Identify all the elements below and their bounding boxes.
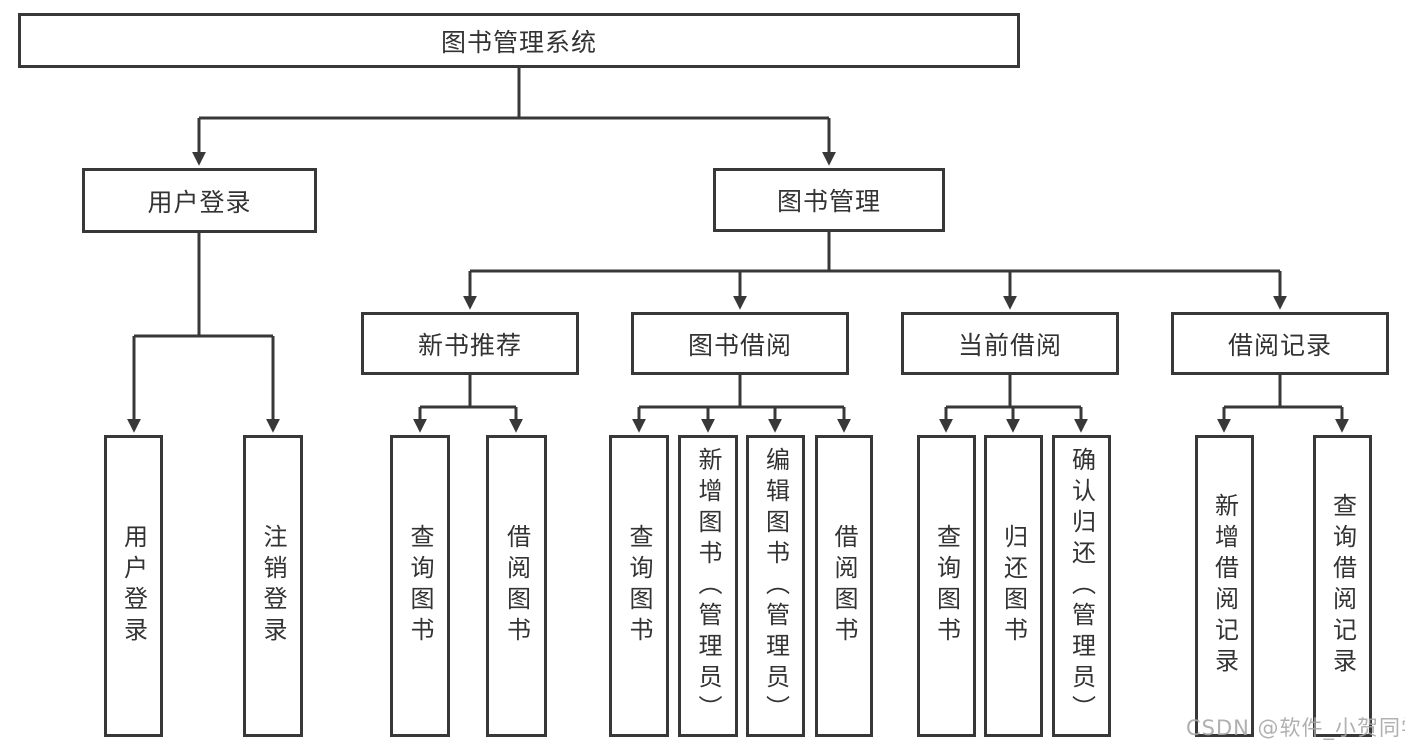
- leaf-return-book-label: 归还图书: [999, 524, 1028, 648]
- leaf-borrow-books-1: 借阅图书: [486, 435, 547, 737]
- leaf-edit-book-admin-label: 编辑图书（管理员）: [761, 446, 790, 726]
- node-new-book-recommend-label: 新书推荐: [417, 330, 522, 360]
- node-user-login-label: 用户登录: [147, 187, 252, 217]
- leaf-return-book: 归还图书: [984, 435, 1043, 737]
- leaf-query-books-1: 查询图书: [390, 435, 450, 737]
- leaf-logout: 注销登录: [243, 435, 303, 737]
- node-root-label: 图书管理系统: [440, 27, 597, 57]
- leaf-confirm-return-admin: 确认归还（管理员）: [1052, 435, 1111, 737]
- node-book-management-label: 图书管理: [776, 187, 881, 216]
- leaf-query-borrow-record-label: 查询借阅记录: [1328, 493, 1357, 679]
- node-user-login: 用户登录: [82, 168, 317, 233]
- leaf-query-books-1-label: 查询图书: [406, 524, 434, 648]
- leaf-confirm-return-admin-label: 确认归还（管理员）: [1067, 446, 1096, 726]
- leaf-query-borrow-record: 查询借阅记录: [1313, 435, 1372, 737]
- node-current-borrow-label: 当前借阅: [957, 330, 1062, 360]
- leaf-logout-label: 注销登录: [259, 524, 287, 648]
- leaf-borrow-books-2-label: 借阅图书: [830, 524, 858, 648]
- node-borrow-records-label: 借阅记录: [1227, 330, 1332, 360]
- node-book-borrow-label: 图书借阅: [687, 330, 792, 360]
- node-borrow-records: 借阅记录: [1171, 312, 1389, 375]
- leaf-borrow-books-2: 借阅图书: [815, 435, 873, 737]
- leaf-add-borrow-record-label: 新增借阅记录: [1210, 493, 1239, 679]
- leaf-edit-book-admin: 编辑图书（管理员）: [746, 435, 805, 737]
- leaf-add-book-admin: 新增图书（管理员）: [678, 435, 738, 737]
- watermark: CSDN @软件_小贺同学: [1186, 716, 1405, 740]
- leaf-borrow-books-1-label: 借阅图书: [502, 524, 531, 648]
- leaf-query-books-2: 查询图书: [609, 435, 669, 737]
- node-current-borrow: 当前借阅: [901, 312, 1119, 375]
- leaf-query-books-3-label: 查询图书: [932, 524, 961, 648]
- leaf-user-login-label: 用户登录: [119, 524, 148, 648]
- leaf-query-books-2-label: 查询图书: [625, 524, 653, 648]
- leaf-user-login: 用户登录: [104, 435, 163, 737]
- node-root: 图书管理系统: [18, 13, 1020, 68]
- leaf-query-books-3: 查询图书: [917, 435, 976, 737]
- node-book-borrow: 图书借阅: [631, 312, 849, 375]
- node-book-management: 图书管理: [713, 168, 945, 232]
- node-new-book-recommend: 新书推荐: [361, 312, 579, 375]
- leaf-add-book-admin-label: 新增图书（管理员）: [694, 446, 722, 726]
- leaf-add-borrow-record: 新增借阅记录: [1195, 435, 1254, 737]
